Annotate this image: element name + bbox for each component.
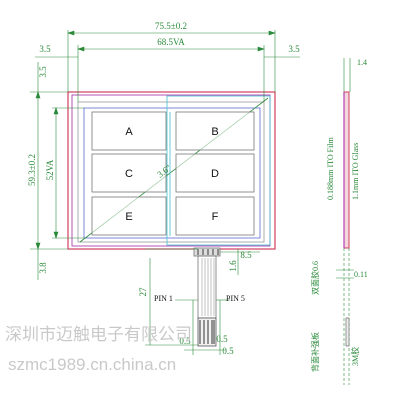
film-label: 0.188mm ITO Film <box>326 136 335 200</box>
key-f-label: F <box>212 211 219 223</box>
glass-label: 1.1mm ITO Glass <box>351 143 360 200</box>
key-c-box <box>91 153 167 193</box>
pin5-label: PIN 5 <box>226 294 245 303</box>
outer-width-dim: 75.5±0.2 <box>155 21 187 31</box>
key-c-label: C <box>125 168 133 180</box>
view-area-outline <box>83 107 261 239</box>
key-a-label: A <box>125 126 133 138</box>
cyan-sensing-area <box>166 95 271 246</box>
bottom-margin-dim: 3.8 <box>38 262 48 274</box>
key-f-box <box>175 196 255 236</box>
tail-length-dim: 27 <box>138 287 148 297</box>
outer-height-dim: 59.3±0.2 <box>27 154 37 186</box>
key-a-box <box>91 111 167 151</box>
key-b-box <box>175 111 255 151</box>
side-top-dim: 1.4 <box>357 58 367 67</box>
pin1-label: PIN 1 <box>154 294 173 303</box>
view-width-dim: 68.5VA <box>157 37 185 47</box>
right-margin-dim: 3.5 <box>288 44 300 54</box>
top-margin-dim: 3.5 <box>38 66 48 78</box>
key-grid: A B C D E F <box>91 111 255 236</box>
tape-label: 3M胶 <box>350 347 360 366</box>
tail-dimensions <box>145 248 260 355</box>
adhesive-label: 双面胶0.6 <box>310 261 320 295</box>
key-d-box <box>175 153 255 193</box>
left-margin-dim: 3.5 <box>39 44 51 54</box>
pitch-b-dim: 0.5 <box>216 334 228 344</box>
top-dimensions <box>35 30 300 102</box>
side-glass <box>343 91 350 249</box>
left-dimensions <box>30 62 84 280</box>
watermark-company: 深圳市迈触电子有限公司 <box>5 325 192 345</box>
view-height-dim: 52VA <box>45 159 55 180</box>
key-b-label: B <box>211 126 218 138</box>
fpc-tail <box>193 247 221 347</box>
pitch-a-dim: 0.5 <box>179 336 191 346</box>
stiffener-label: 背面补强板 <box>310 332 320 372</box>
watermark-url: szmc1989.cn.china.cn <box>8 355 176 374</box>
electrode-outline <box>77 101 265 243</box>
key-e-label: E <box>125 211 132 223</box>
key-d-label: D <box>211 168 219 180</box>
tail-width-dim: 8.5 <box>240 250 252 260</box>
side-view <box>336 58 354 385</box>
tail-offset-dim: 1.6 <box>228 260 238 272</box>
key-e-box <box>91 196 167 236</box>
side-mid-dim: 0.11 <box>354 270 368 279</box>
pitch-c-dim: 0.5 <box>222 346 234 356</box>
